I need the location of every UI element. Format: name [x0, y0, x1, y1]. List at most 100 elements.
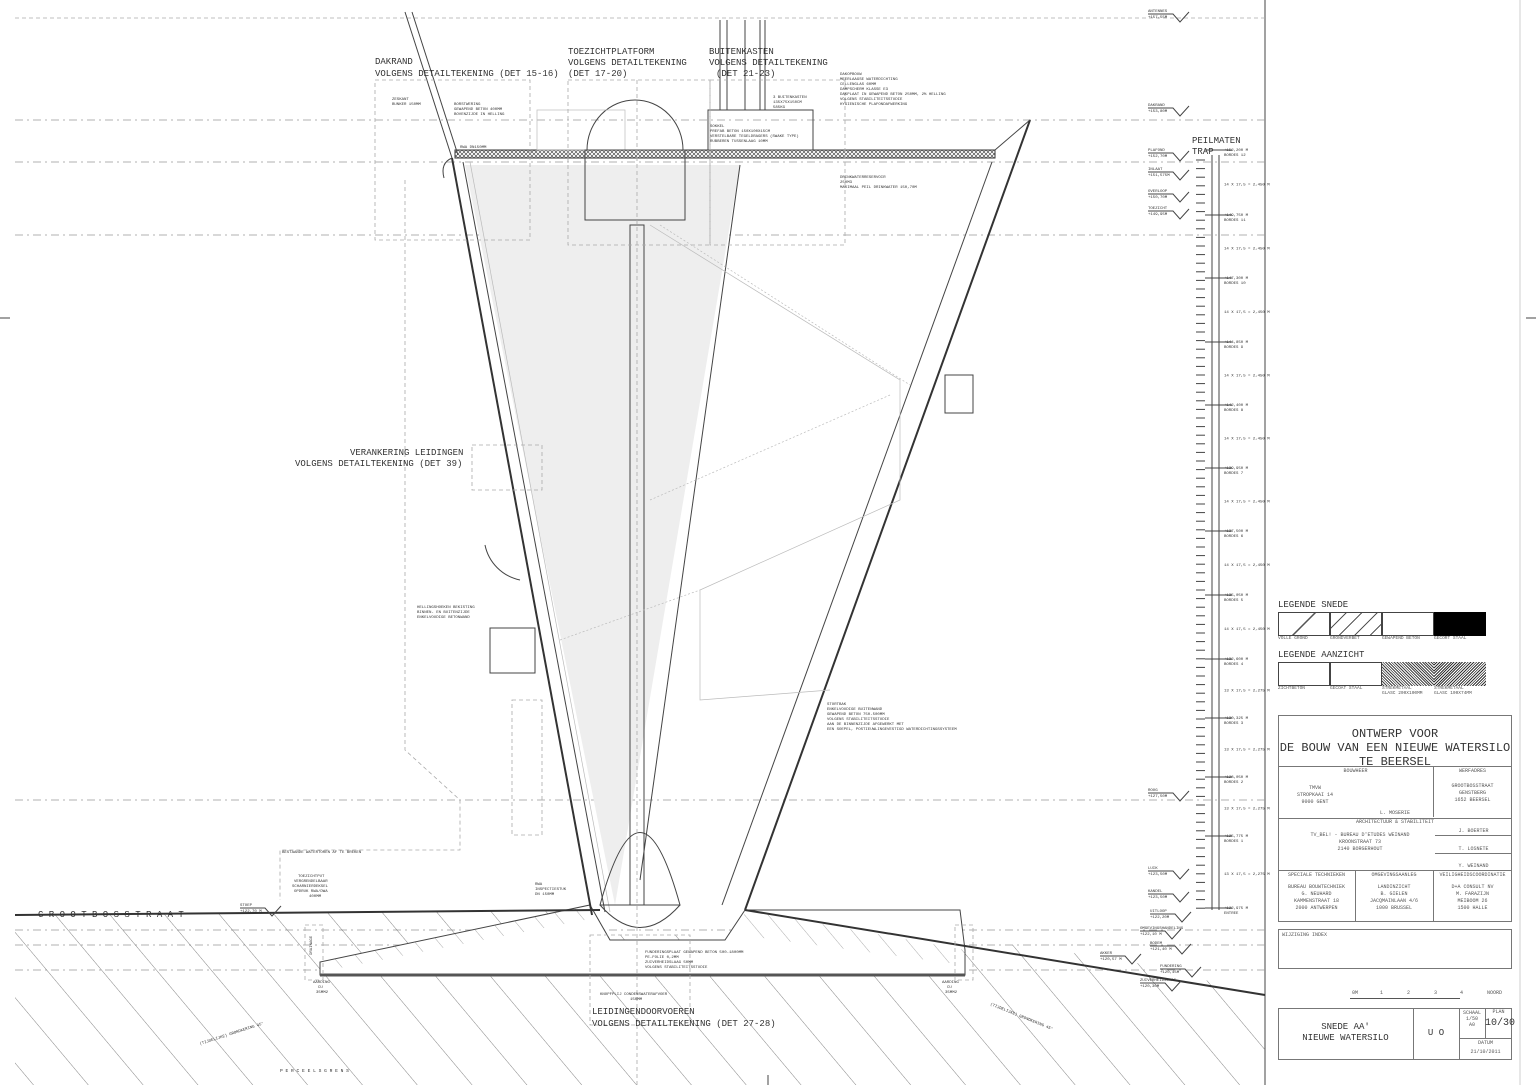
- step-note: 14 X 17,5 = 2,450 M: [1224, 184, 1270, 188]
- level-marker: PLAFOND+152,70M: [1148, 149, 1190, 162]
- svg-text:SOKKEL: SOKKEL: [710, 125, 725, 129]
- level-value: +152,70M: [1148, 155, 1168, 159]
- landing-name: BORDES 7: [1224, 472, 1244, 476]
- svg-text:BUITENKASTEN: BUITENKASTEN: [709, 47, 774, 57]
- svg-text:CELLENGLAS 60MM: CELLENGLAS 60MM: [840, 83, 877, 87]
- level-value: +123,50M: [1148, 873, 1168, 877]
- level-symbol: [1150, 911, 1192, 923]
- level-value: +153,80M: [1148, 110, 1168, 114]
- landing-name: BORDES 2: [1224, 781, 1244, 785]
- legend-label: VOLLE GROND: [1278, 636, 1308, 641]
- level-value: +122,20M: [1150, 916, 1170, 920]
- svg-text:3 BUITENKASTEN: 3 BUITENKASTEN: [773, 96, 807, 100]
- step-note: 14 X 17,5 = 2,450 M: [1224, 311, 1270, 315]
- silo-section: [279, 11, 1031, 1085]
- level-value: +120,45M: [1160, 971, 1180, 975]
- project-title: ONTWERP VOOR DE BOUW VAN EEN NIEUWE WATE…: [1279, 727, 1511, 769]
- level-value: +120,30M: [1140, 985, 1160, 989]
- svg-text:35MM2: 35MM2: [316, 991, 329, 995]
- svg-text:VOLGENS STABILITEITSSTUDIE: VOLGENS STABILITEITSSTUDIE: [840, 98, 903, 102]
- svg-text:PEILMATEN: PEILMATEN: [1192, 136, 1241, 146]
- svg-text:HELLINGSHOEKEN BEKISTING: HELLINGSHOEKEN BEKISTING: [417, 606, 475, 610]
- svg-text:VERGRENDELBAAR: VERGRENDELBAAR: [294, 880, 328, 884]
- level-name: STOEP: [240, 904, 253, 908]
- svg-text:MAXIMAAL PEIL DRINKWATER 150,7: MAXIMAAL PEIL DRINKWATER 150,70M: [840, 186, 917, 190]
- legend-label: ZICHTBETON: [1278, 686, 1306, 691]
- svg-text:DAKRAND: DAKRAND: [375, 57, 413, 67]
- level-value: +127,50M: [1148, 795, 1168, 799]
- svg-text:35MM2: 35MM2: [945, 991, 958, 995]
- level-value: +157,55M: [1148, 16, 1168, 20]
- level-name: UITLOOP: [1150, 910, 1167, 914]
- landing-level: +149,750 M: [1224, 214, 1249, 218]
- svg-text:BUNKER 150MM: BUNKER 150MM: [392, 103, 421, 107]
- landing-level: +144,850 M: [1224, 341, 1249, 345]
- svg-text:VOLGENS DETAILTEKENING: VOLGENS DETAILTEKENING: [568, 58, 687, 68]
- level-markers: ANTENNES+157,55MDAKRAND+153,80MPLAFOND+1…: [240, 10, 1202, 992]
- landing-level: +130,325 M: [1224, 717, 1249, 721]
- svg-text:TOEZICHTPUT: TOEZICHTPUT: [298, 875, 325, 879]
- landing-name: BORDES 5: [1224, 599, 1244, 603]
- legend-aanzicht-title: LEGENDE AANZICHT: [1278, 650, 1365, 660]
- datum-label: DATUM: [1477, 1040, 1493, 1046]
- svg-text:DAKOPBOUW: DAKOPBOUW: [840, 73, 862, 77]
- swatch-gewapend-beton: [1382, 612, 1434, 636]
- landing-name: BORDES 12: [1224, 154, 1246, 158]
- level-marker: OMGEVINGSHANDELING+122,10 M: [1140, 927, 1184, 940]
- level-marker: LUIK+123,50M: [1148, 867, 1190, 880]
- level-symbol: [1148, 891, 1190, 903]
- level-symbol: [1150, 943, 1192, 955]
- level-value: +122,70 M: [240, 910, 262, 914]
- level-name: ZUIVERHEIDSLAAG: [1140, 979, 1177, 983]
- svg-text:150MM: 150MM: [630, 998, 643, 1002]
- swatch-grondverbet: [1330, 612, 1382, 636]
- svg-text:(DET 17-20): (DET 17-20): [568, 69, 627, 79]
- level-name: KANDEL: [1148, 890, 1163, 894]
- level-marker: OVERLOOP+150,70M: [1148, 190, 1190, 203]
- level-symbol: [1160, 966, 1202, 978]
- svg-text:(DET 21-23): (DET 21-23): [716, 69, 775, 79]
- svg-text:SCHARNIERDEKSEL: SCHARNIERDEKSEL: [292, 885, 329, 889]
- level-symbol: [1148, 191, 1190, 203]
- ground-hatching: [14, 904, 1266, 1085]
- svg-text:MEERLAAGSE WATERDICHTING: MEERLAAGSE WATERDICHTING: [840, 78, 898, 82]
- landing-name: BORDES 4: [1224, 663, 1244, 667]
- swatch-strekmetaal-100: [1434, 662, 1486, 686]
- level-marker: ZUIVERHEIDSLAAG +120,30M: [1140, 979, 1182, 992]
- landing-name: ENTREE: [1224, 912, 1239, 916]
- wijziging-label: WIJZIGING INDEX: [1282, 932, 1328, 938]
- svg-text:AARDING: AARDING: [313, 981, 330, 985]
- step-note: 14 X 17,5 = 2,450 M: [1224, 628, 1270, 632]
- legend-label: GRONDVERBET: [1330, 636, 1360, 641]
- boundary-label: P E R C E E L S G R E N S: [280, 1068, 349, 1074]
- svg-text:RWA DN150MM: RWA DN150MM: [460, 146, 487, 150]
- level-name: DAKRAND: [1148, 104, 1165, 108]
- legend-label: GECOAT STAAL: [1330, 686, 1363, 691]
- landing-level: +122,975 M: [1224, 907, 1249, 911]
- svg-text:ENKELVOUDIGE BETONWAND: ENKELVOUDIGE BETONWAND: [417, 616, 470, 620]
- landing-level: +132,600 M: [1224, 658, 1249, 662]
- landing-level: +152,200 M: [1224, 149, 1249, 153]
- architect-person: L. MOSERIE: [1379, 810, 1410, 816]
- svg-text:GEWAPEND BETON 750-500MM: GEWAPEND BETON 750-500MM: [827, 713, 885, 717]
- level-value: +151,575M: [1148, 174, 1170, 178]
- legend-label: GECORT STAAL: [1434, 636, 1467, 641]
- level-value: +123,50M: [1148, 896, 1168, 900]
- svg-text:TRAP: TRAP: [1192, 147, 1214, 157]
- level-value: +149,95M: [1148, 213, 1168, 217]
- level-value: +122,10 M: [1140, 933, 1162, 937]
- architect-label: ARCHITECTUUR & STABILITEIT: [1355, 819, 1434, 825]
